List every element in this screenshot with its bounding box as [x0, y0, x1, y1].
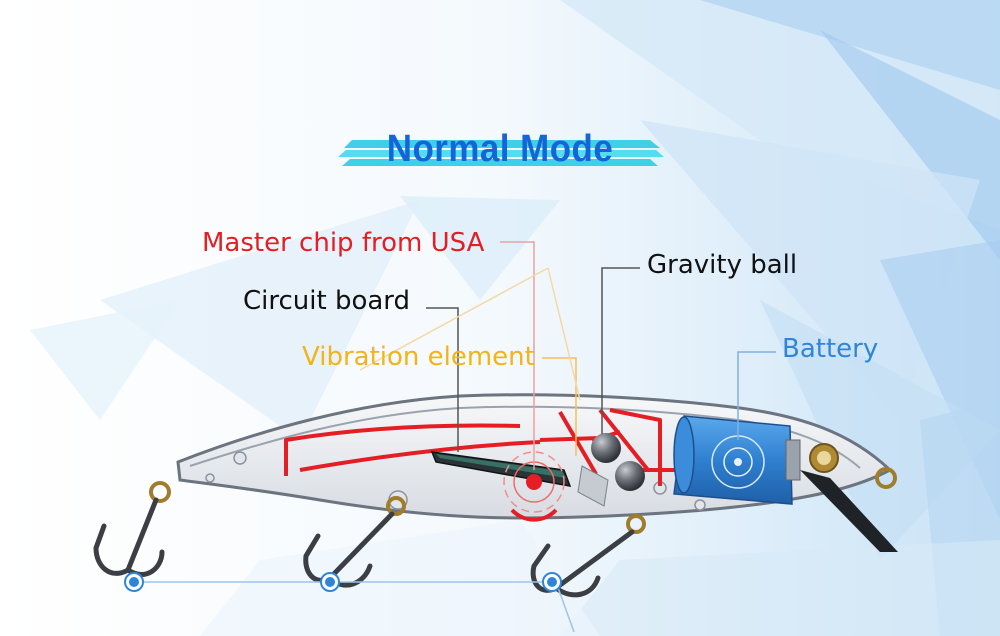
master-chip-label: Master chip from USA	[202, 230, 484, 256]
vibration-element-label: Vibration element	[302, 344, 535, 370]
circuit-board-label: Circuit board	[243, 288, 410, 314]
page-title: Normal Mode	[353, 128, 647, 171]
gravity-ball-label: Gravity ball	[647, 252, 797, 278]
title-banner: Normal Mode	[340, 122, 660, 174]
battery-label: Battery	[782, 336, 878, 362]
